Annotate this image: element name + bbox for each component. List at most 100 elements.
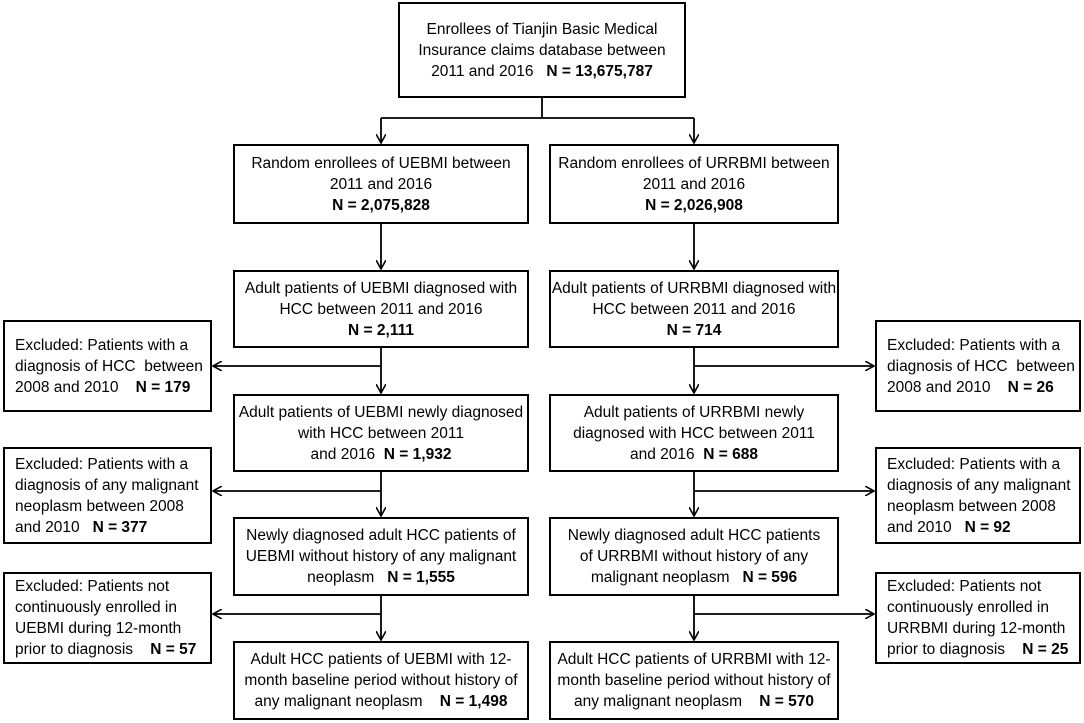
line-text: any malignant neoplasm [574,693,760,710]
count-value: N = 377 [92,518,148,536]
box-line: malignant neoplasm N = 596 [591,567,797,588]
line-text: diagnosis of HCC between [15,357,203,375]
line-text: Excluded: Patients not [15,578,170,595]
line-text: neoplasm [307,569,388,586]
box-uebmi-no-malignant-history: Newly diagnosed adult HCC patients of UEB… [233,517,529,596]
line-text: month baseline period without history of [557,672,831,689]
box-line: diagnosis of any malignant [887,475,1071,496]
count-value: N = 2,075,828 [332,196,430,214]
count-value: N = 92 [964,518,1011,536]
box-urrbmi-final-cohort: Adult HCC patients of URRBMI with 12-mon… [549,641,839,720]
box-line: Random enrollees of URRBMI between [558,153,829,174]
box-line: prior to diagnosis N = 25 [887,639,1068,660]
line-text: HCC between 2011 and 2016 [592,300,796,318]
box-line: Excluded: Patients with a [15,335,188,356]
box-urrbmi-random-enrollees: Random enrollees of URRBMI between 2011 a… [549,144,839,224]
line-text: diagnosis of HCC between [887,357,1075,375]
box-line: Adult patients of URRBMI diagnosed with [552,278,836,299]
line-text: and 2016 [630,445,704,463]
box-line: 2008 and 2010 N = 179 [15,377,190,398]
box-line: month baseline period without history of [244,670,517,691]
line-text: diagnosed with HCC between 2011 [573,424,815,442]
box-line: Random enrollees of UEBMI between [251,153,510,174]
box-line: HCC between 2011 and 2016 [279,299,482,320]
line-text: Enrollees of Tianjin Basic Medical [426,20,658,38]
box-line: UEBMI during 12-month [15,618,181,639]
line-text: with HCC between 2011 [298,424,464,442]
count-value: N = 596 [742,569,798,586]
box-line: Insurance claims database between [418,40,665,61]
box-line: 2011 and 2016 [643,174,745,195]
line-text: continuously enrolled in [15,599,177,616]
box-line: N = 2,075,828 [332,195,430,216]
line-text: Excluded: Patients not [887,578,1042,595]
box-urrbmi-excluded-prior-malignancy: Excluded: Patients with a diagnosis of an… [875,447,1081,544]
box-line: 2011 and 2016 [330,174,432,195]
box-line: diagnosis of HCC between [15,356,203,377]
line-text: UEBMI without history of any malignant [245,548,517,565]
count-value: N = 57 [150,641,197,658]
box-line: Excluded: Patients with a [887,335,1060,356]
box-line: Excluded: Patients with a [15,454,188,475]
box-line: month baseline period without history of [557,670,830,691]
line-text: 2008 and 2010 [887,378,1008,396]
box-line: Newly diagnosed adult HCC patients [568,525,820,546]
box-line: URRBMI during 12-month [887,618,1065,639]
box-line: N = 2,111 [348,320,414,341]
count-value: N = 2,111 [348,321,414,339]
line-text: 2011 and 2016 [642,175,746,193]
box-line: of URRBMI without history of any [580,546,808,567]
line-text: Random enrollees of URRBMI between [558,154,830,172]
line-text: Adult patients of URRBMI newly [583,403,805,421]
box-uebmi-excluded-not-enrolled: Excluded: Patients not continuously enrol… [3,572,212,664]
line-text: Excluded: Patients with a [887,455,1061,473]
box-urrbmi-no-malignant-history: Newly diagnosed adult HCC patients of URR… [549,517,839,596]
line-text: Adult HCC patients of UEBMI with 12- [250,651,512,668]
box-line: and 2016 N = 1,932 [311,444,452,465]
box-line: Adult patients of UEBMI diagnosed with [245,278,517,299]
line-text: diagnosis of any malignant [887,476,1071,494]
box-line: Excluded: Patients not [887,576,1041,597]
box-line: neoplasm between 2008 [15,496,184,517]
line-text: diagnosis of any malignant [15,476,199,494]
count-value: N = 714 [666,321,722,339]
line-text: and 2010 [15,518,93,536]
line-text: Adult patients of URRBMI diagnosed with [551,279,837,297]
box-line: 2011 and 2016 N = 13,675,787 [431,61,653,82]
box-urrbmi-excluded-not-enrolled: Excluded: Patients not continuously enrol… [875,572,1081,664]
line-text: neoplasm between 2008 [15,497,184,515]
box-line: UEBMI without history of any malignant [246,546,517,567]
box-urrbmi-excluded-prior-hcc: Excluded: Patients with a diagnosis of HC… [875,320,1081,412]
box-line: Adult patients of UEBMI newly diagnosed [239,402,523,423]
box-line: neoplasm N = 1,555 [307,567,455,588]
box-line: with HCC between 2011 [298,423,464,444]
box-line: Adult HCC patients of UEBMI with 12- [250,649,511,670]
count-value: N = 1,555 [387,569,455,586]
line-text: Adult patients of UEBMI diagnosed with [244,279,518,297]
line-text: Adult patients of UEBMI newly diagnosed [238,403,524,421]
box-line: diagnosis of HCC between [887,356,1075,377]
line-text: continuously enrolled in [887,599,1049,616]
box-line: continuously enrolled in [887,597,1049,618]
count-value: N = 2,026,908 [645,196,743,214]
box-line: Newly diagnosed adult HCC patients of [246,525,516,546]
line-text: URRBMI during 12-month [887,620,1066,637]
box-line: diagnosis of any malignant [15,475,199,496]
box-line: diagnosed with HCC between 2011 [573,423,815,444]
line-text: Excluded: Patients with a [15,336,189,354]
box-line: 2008 and 2010 N = 26 [887,377,1054,398]
box-line: Excluded: Patients not [15,576,169,597]
count-value: N = 570 [759,693,814,710]
line-text: Newly diagnosed adult HCC patients [567,527,821,544]
box-urrbmi-newly-diagnosed: Adult patients of URRBMI newly diagnosed … [549,394,839,472]
box-line: neoplasm between 2008 [887,496,1056,517]
line-text: Excluded: Patients with a [887,336,1061,354]
line-text: prior to diagnosis [887,641,1023,658]
line-text: of URRBMI without history of any [579,548,809,565]
